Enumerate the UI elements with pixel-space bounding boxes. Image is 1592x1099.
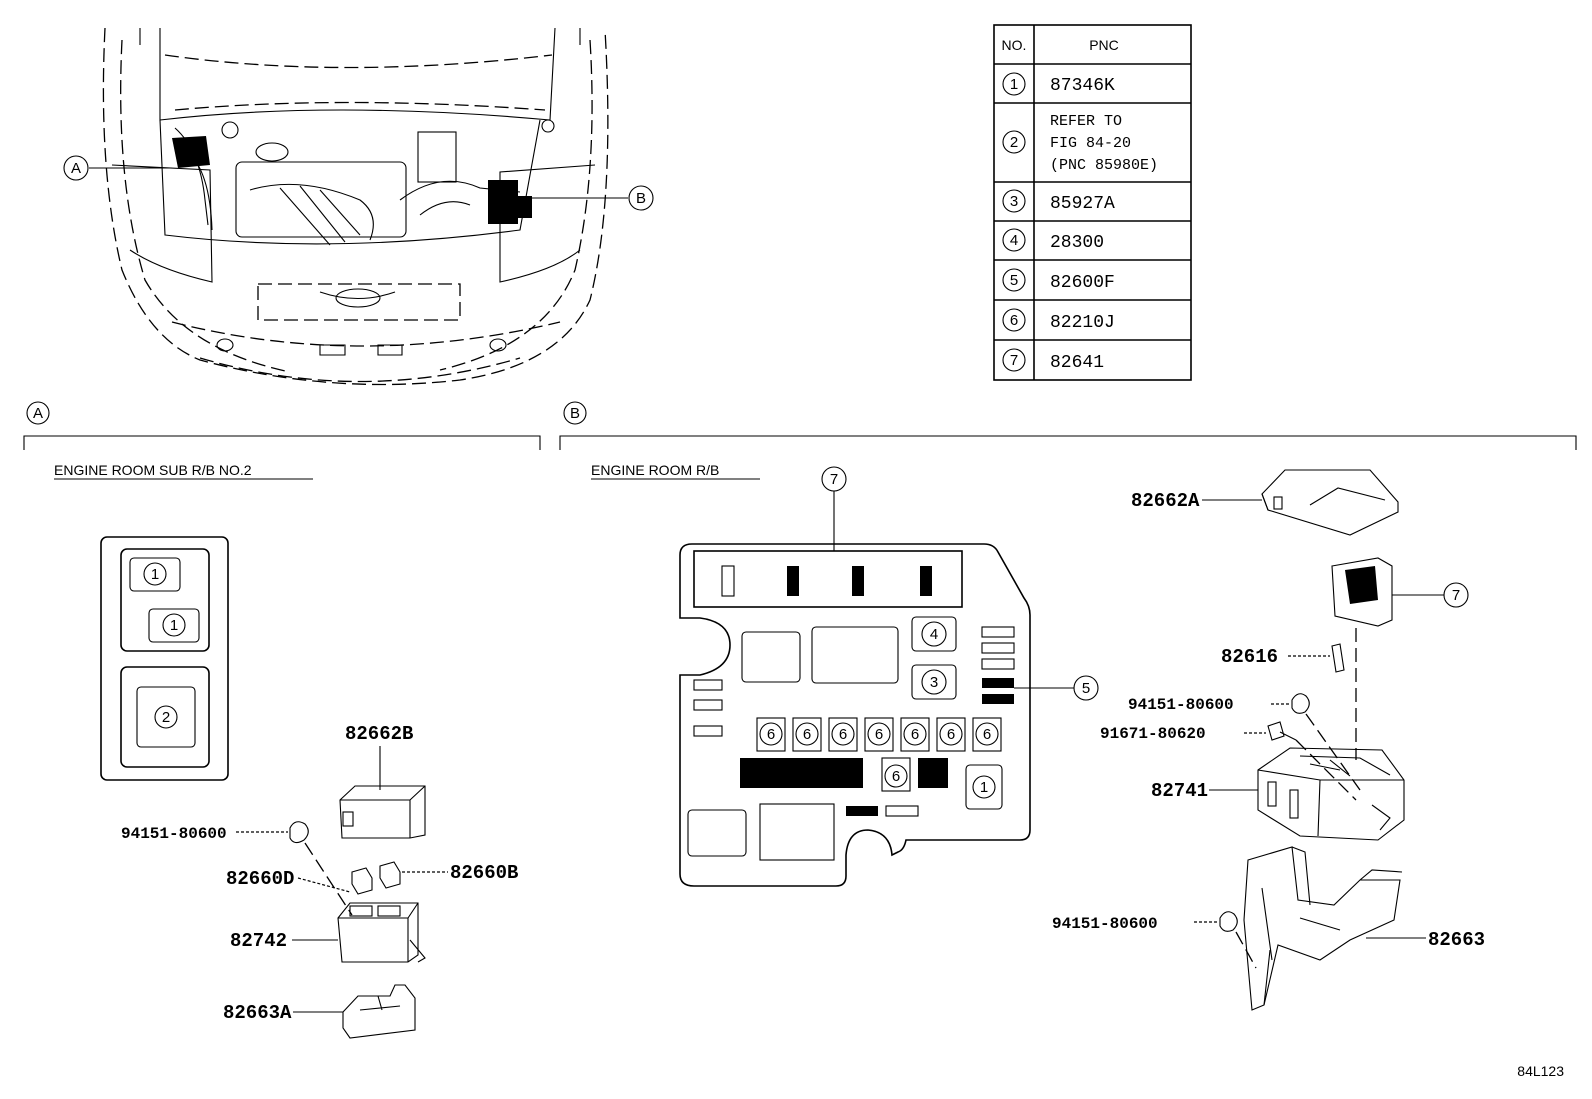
part-94151-80600-c-label: 94151-80600 (1052, 915, 1158, 933)
layout-callout-6f: 6 (947, 726, 955, 743)
table-row-4-no: 4 (1010, 232, 1018, 249)
callout-b-overview: B (636, 190, 646, 207)
part-callout-7: 7 (1452, 587, 1460, 604)
part-82741-label: 82741 (1151, 780, 1208, 802)
layout-callout-4: 4 (930, 626, 938, 643)
table-row-3-pnc: 85927A (1050, 194, 1115, 214)
layout-callout-6d: 6 (875, 726, 883, 743)
part-82662b-label: 82662B (345, 723, 413, 745)
section-a: A ENGINE ROOM SUB R/B NO.2 1 1 2 82662B … (23, 401, 541, 1039)
table-row-4-pnc: 28300 (1050, 233, 1104, 253)
section-a-title: ENGINE ROOM SUB R/B NO.2 (54, 462, 252, 478)
table-row-5-no: 5 (1010, 272, 1018, 289)
layout-callout-3: 3 (930, 674, 938, 691)
table-header-pnc: PNC (1089, 37, 1119, 53)
block-a-number-1b: 1 (170, 617, 178, 634)
part-82742-label: 82742 (230, 930, 287, 952)
section-b-marker: B (570, 405, 580, 422)
layout-callout-6h: 6 (892, 768, 900, 785)
table-row-2-pnc-line3: (PNC 85980E) (1050, 157, 1158, 174)
table-header-no: NO. (1002, 37, 1027, 53)
part-82663-label: 82663 (1428, 929, 1485, 951)
layout-callout-6e: 6 (911, 726, 919, 743)
layout-callout-7: 7 (830, 471, 838, 488)
table-row-7-pnc: 82641 (1050, 353, 1104, 373)
layout-callout-6a: 6 (767, 726, 775, 743)
layout-callout-1: 1 (980, 779, 988, 796)
layout-callout-6b: 6 (803, 726, 811, 743)
table-row-1-no: 1 (1010, 76, 1018, 93)
table-row-2-no: 2 (1010, 134, 1018, 151)
pnc-table: NO. PNC 1 87346K 2 REFER TO FIG 84-20 (P… (993, 24, 1192, 381)
part-94151-80600-b-label: 94151-80600 (1128, 696, 1234, 714)
section-b-title: ENGINE ROOM R/B (591, 462, 719, 478)
section-a-marker: A (33, 405, 43, 422)
table-row-5-pnc: 82600F (1050, 273, 1115, 293)
table-row-6-no: 6 (1010, 312, 1018, 329)
table-row-7-no: 7 (1010, 352, 1018, 369)
part-94151-80600-a-label: 94151-80600 (121, 825, 227, 843)
part-82660b-label: 82660B (450, 862, 518, 884)
layout-callout-6g: 6 (983, 726, 991, 743)
fuse-row (756, 717, 1002, 752)
block-a-number-2: 2 (162, 709, 170, 726)
layout-callout-5: 5 (1082, 680, 1090, 697)
block-a-number-1: 1 (151, 566, 159, 583)
part-91671-80620-label: 91671-80620 (1100, 725, 1206, 743)
table-row-2-pnc-line1: REFER TO (1050, 113, 1122, 130)
part-82616-label: 82616 (1221, 646, 1278, 668)
part-82662a-label: 82662A (1131, 490, 1200, 512)
part-82660d-label: 82660D (226, 868, 294, 890)
table-row-2-pnc-line2: FIG 84-20 (1050, 135, 1131, 152)
engine-bay-overview: A B (63, 27, 654, 386)
table-row-1-pnc: 87346K (1050, 76, 1115, 96)
layout-callout-6c: 6 (839, 726, 847, 743)
callout-a-overview: A (71, 160, 81, 177)
table-row-6-pnc: 82210J (1050, 313, 1115, 333)
figure-code: 84L123 (1517, 1063, 1564, 1079)
table-row-3-no: 3 (1010, 193, 1018, 210)
section-b: B ENGINE ROOM R/B (559, 401, 1577, 1011)
part-82663a-label: 82663A (223, 1002, 292, 1024)
